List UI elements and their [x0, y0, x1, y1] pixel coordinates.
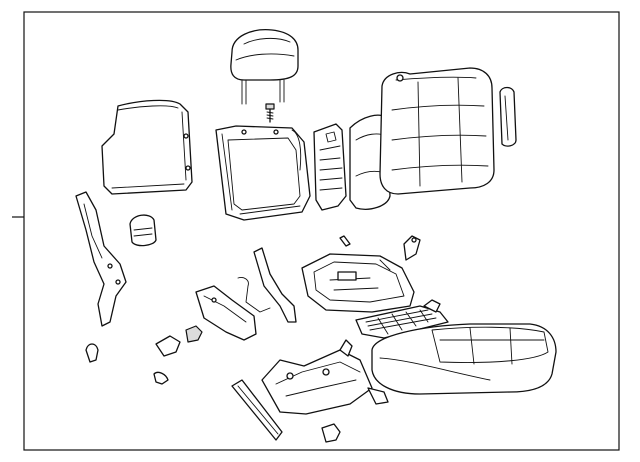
knob-icon: [129, 214, 157, 247]
back-panel-icon: [101, 99, 193, 195]
track-icon: [231, 379, 283, 441]
adjuster-icon: [261, 339, 389, 415]
armrest-icon: [499, 86, 517, 147]
lumbar-icon: [313, 123, 347, 211]
clip-icon: [85, 235, 441, 443]
cushion-icon: [371, 323, 557, 395]
bracket-icon: [75, 191, 127, 327]
back-frame-icon: [215, 125, 311, 221]
screw-icon: [265, 103, 275, 123]
spring-icon: [355, 305, 449, 339]
cushion-frame-icon: [301, 253, 415, 313]
headrest-icon: [230, 29, 299, 105]
back-cover-icon: [379, 67, 495, 195]
side-shield-icon: [195, 247, 297, 341]
